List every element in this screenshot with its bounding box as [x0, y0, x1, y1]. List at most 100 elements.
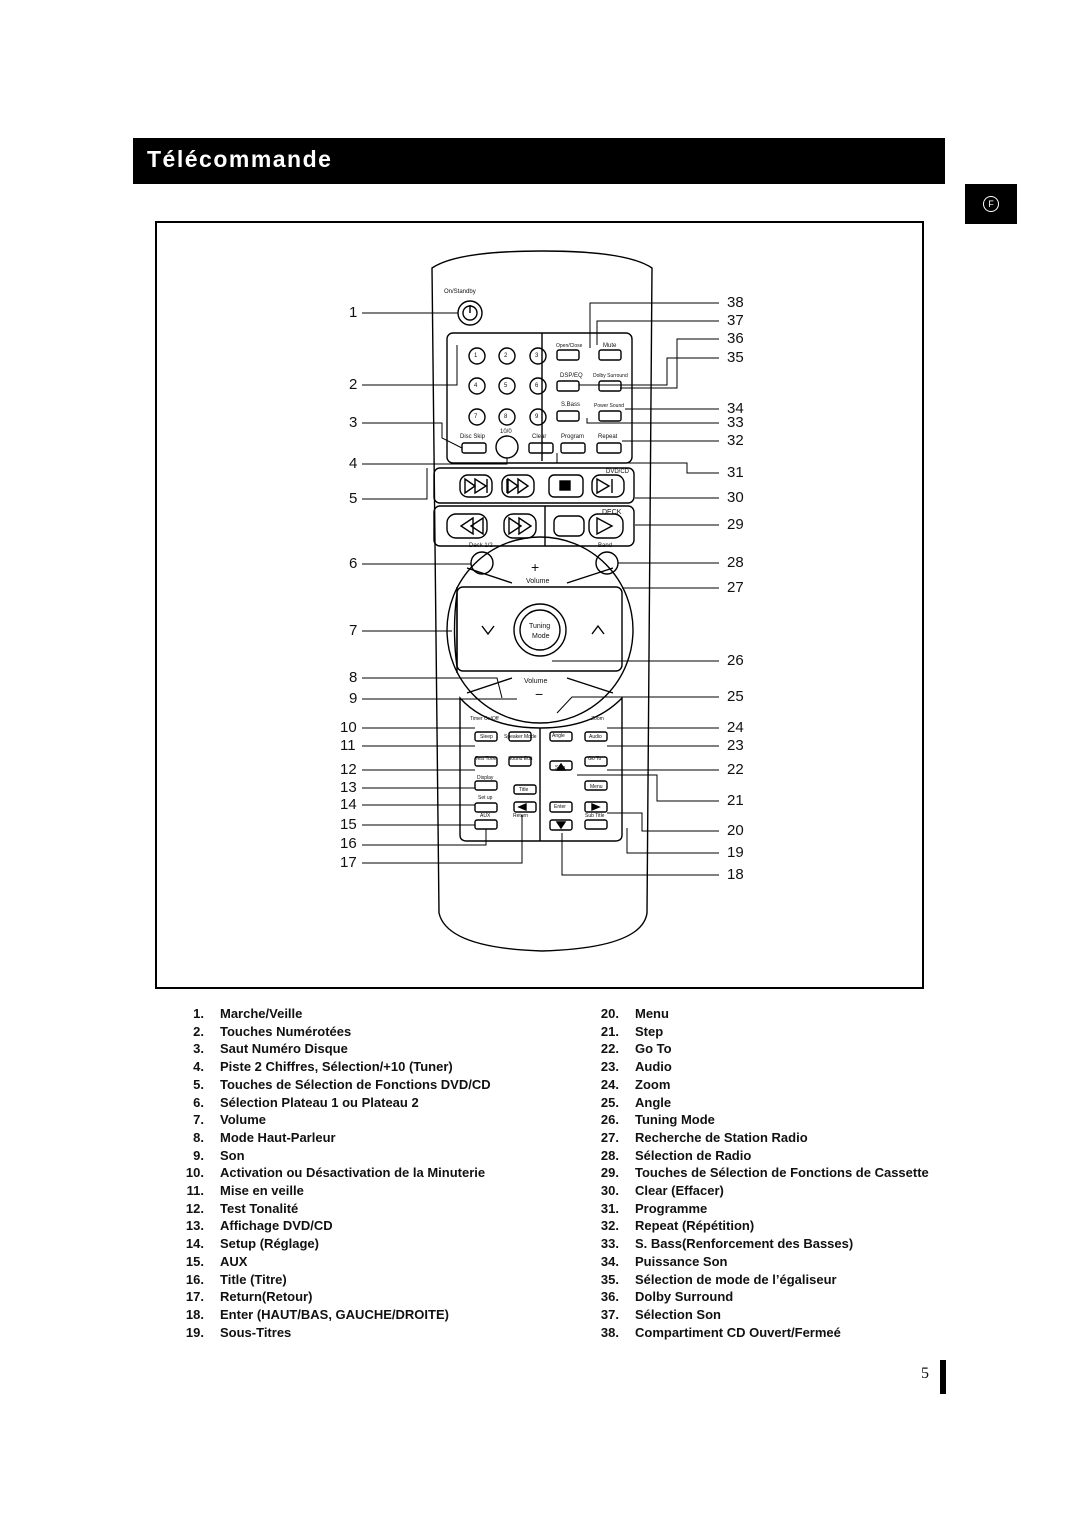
zoom-label: Zoom — [591, 716, 604, 722]
callout-24: 24 — [727, 719, 744, 736]
callout-3: 3 — [349, 414, 358, 431]
callout-38: 38 — [727, 294, 744, 311]
legend-item: 34.Puissance Son — [600, 1253, 728, 1269]
callout-19: 19 — [727, 844, 744, 861]
callout-10: 10 — [340, 719, 357, 736]
legend-item: 35.Sélection de mode de l’égaliseur — [600, 1271, 837, 1287]
callout-35: 35 — [727, 349, 744, 366]
volume-plus-icon[interactable]: + — [531, 559, 540, 575]
callout-16: 16 — [340, 835, 357, 852]
legend-item: 37.Sélection Son — [600, 1306, 721, 1322]
legend-left: 1.Marche/Veille 2.Touches Numérotées 3.S… — [168, 1005, 491, 1341]
callout-leaders — [362, 302, 719, 876]
language-badge: F — [965, 184, 1017, 224]
callout-28: 28 — [727, 554, 744, 571]
set-up-label: Set up — [478, 795, 493, 801]
legend-item: 28.Sélection de Radio — [600, 1147, 752, 1163]
key-8[interactable]: 8 — [504, 414, 508, 420]
callout-37: 37 — [727, 312, 744, 329]
legend-item: 22.Go To — [600, 1041, 672, 1057]
key-7[interactable]: 7 — [474, 414, 478, 420]
audio-label: Audio — [589, 734, 602, 740]
callout-33: 33 — [727, 414, 744, 431]
callout-12: 12 — [340, 761, 357, 778]
deck-12-button — [470, 551, 494, 575]
legend-item: 31.Programme — [600, 1200, 708, 1216]
legend-item: 12.Test Tonalité — [185, 1200, 299, 1216]
deck-transport-panel — [433, 505, 635, 547]
band-label: Band — [598, 543, 613, 549]
callout-23: 23 — [727, 737, 744, 754]
callout-4: 4 — [349, 455, 358, 472]
legend-item: 29.Touches de Sélection de Fonctions de … — [600, 1165, 929, 1181]
deck-12-label: Deck 1/2 — [469, 543, 493, 549]
callout-2: 2 — [349, 376, 358, 393]
test-tone-label: Test Tone — [475, 756, 497, 762]
function-keys — [474, 731, 608, 831]
callout-21: 21 — [727, 792, 744, 809]
callout-7: 7 — [349, 622, 358, 639]
legend-item: 9.Son — [193, 1147, 245, 1163]
legend-item: 24.Zoom — [600, 1076, 671, 1092]
sub-title-label: Sub Title — [585, 813, 605, 819]
legend-item: 6.Sélection Plateau 1 ou Plateau 2 — [193, 1094, 419, 1110]
legend-item: 23.Audio — [600, 1059, 672, 1075]
callout-25: 25 — [727, 688, 744, 705]
callout-36: 36 — [727, 330, 744, 347]
key-1[interactable]: 1 — [474, 353, 478, 359]
callout-14: 14 — [340, 796, 357, 813]
legend-item: 25.Angle — [600, 1094, 672, 1110]
callout-9: 9 — [349, 690, 358, 707]
volume-up-label: Volume — [526, 578, 550, 585]
dvd-transport-panel — [433, 467, 635, 504]
volume-tuning-dial — [446, 536, 634, 724]
dvd-cd-label: DVD/CD — [606, 469, 630, 475]
legend-right: 20.Menu 21.Step 22.Go To 23.Audio 24.Zoo… — [583, 1005, 929, 1341]
remote-body-outline — [431, 250, 653, 952]
key-3[interactable]: 3 — [535, 353, 539, 359]
callout-1: 1 — [349, 304, 358, 321]
aux-label: AUX — [480, 813, 491, 819]
callout-17: 17 — [340, 854, 357, 871]
go-to-label: Go To — [588, 756, 602, 762]
disc-skip-label: Disc Skip — [460, 434, 486, 440]
key-6[interactable]: 6 — [535, 383, 539, 389]
band-button — [595, 551, 619, 575]
key-9[interactable]: 9 — [535, 414, 539, 420]
mode-label: Mode — [532, 633, 550, 640]
remote-illustration — [362, 250, 719, 952]
clear-label: Clear — [532, 434, 547, 440]
legend-item: 13.Affichage DVD/CD — [185, 1218, 333, 1234]
legend-item: 33.S. Bass(Renforcement des Basses) — [600, 1236, 854, 1252]
language-badge-label: F — [983, 196, 999, 212]
s-bass-label: S.Bass — [561, 402, 581, 408]
on-standby-label: On/Standby — [444, 289, 476, 295]
number-keys — [468, 347, 547, 426]
callout-11: 11 — [340, 737, 356, 754]
section-title-bar: Télécommande — [133, 138, 945, 184]
callout-31: 31 — [727, 464, 744, 481]
deck-label: DECK — [602, 509, 622, 516]
callout-22: 22 — [727, 761, 744, 778]
callout-27: 27 — [727, 579, 744, 596]
enter-label: Enter — [554, 804, 566, 810]
callout-5: 5 — [349, 490, 358, 507]
callout-6: 6 — [349, 555, 358, 572]
power-sound-label: Power Sound — [594, 403, 625, 409]
key-4[interactable]: 4 — [474, 383, 478, 389]
open-close-label: Open/Close — [556, 343, 583, 349]
legend-item: 1.Marche/Veille — [193, 1006, 303, 1021]
key-5[interactable]: 5 — [504, 383, 508, 389]
legend-item: 15.AUX — [185, 1253, 248, 1269]
key-2[interactable]: 2 — [504, 353, 508, 359]
sound-edit-label: Sound Edit — [508, 756, 533, 762]
return-label: Return — [513, 813, 529, 819]
callout-30: 30 — [727, 489, 744, 506]
legend-item: 16.Title (Titre) — [185, 1271, 287, 1287]
callout-26: 26 — [727, 652, 744, 669]
volume-minus-icon[interactable]: − — [535, 686, 544, 702]
page-number: 5 — [921, 1365, 929, 1382]
legend-item: 18.Enter (HAUT/BAS, GAUCHE/DROITE) — [185, 1306, 449, 1322]
timer-onoff-label: Timer On/Off — [470, 716, 499, 722]
dolby-surround-label: Dolby Surround — [593, 373, 628, 379]
